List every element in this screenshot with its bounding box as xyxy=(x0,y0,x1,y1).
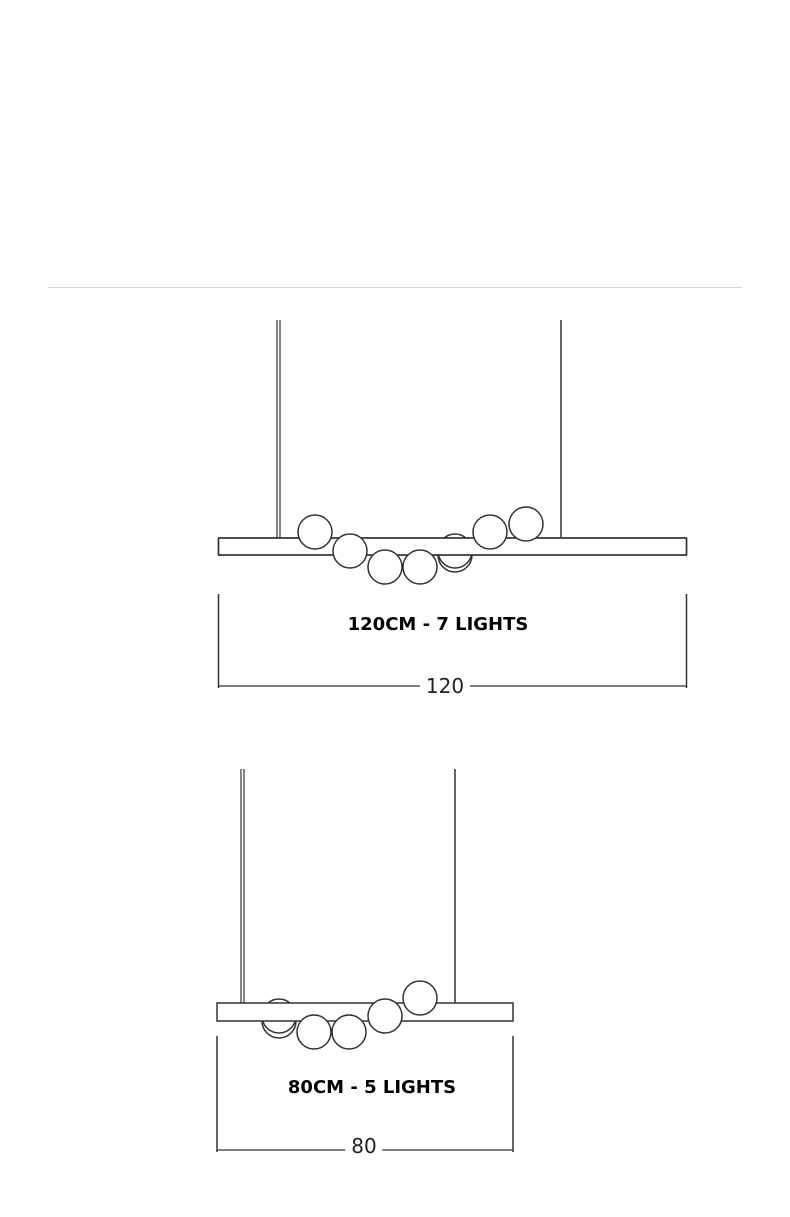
dimension-label-120: 120 xyxy=(419,674,471,698)
pendant-120cm-drawing xyxy=(217,320,688,688)
dimension-label-80: 80 xyxy=(345,1134,383,1158)
pendant-80cm-drawing xyxy=(216,769,514,1152)
section-divider xyxy=(48,287,742,288)
caption-120cm: 120CM - 7 LIGHTS xyxy=(347,614,529,635)
caption-80cm: 80CM - 5 LIGHTS xyxy=(287,1077,457,1098)
